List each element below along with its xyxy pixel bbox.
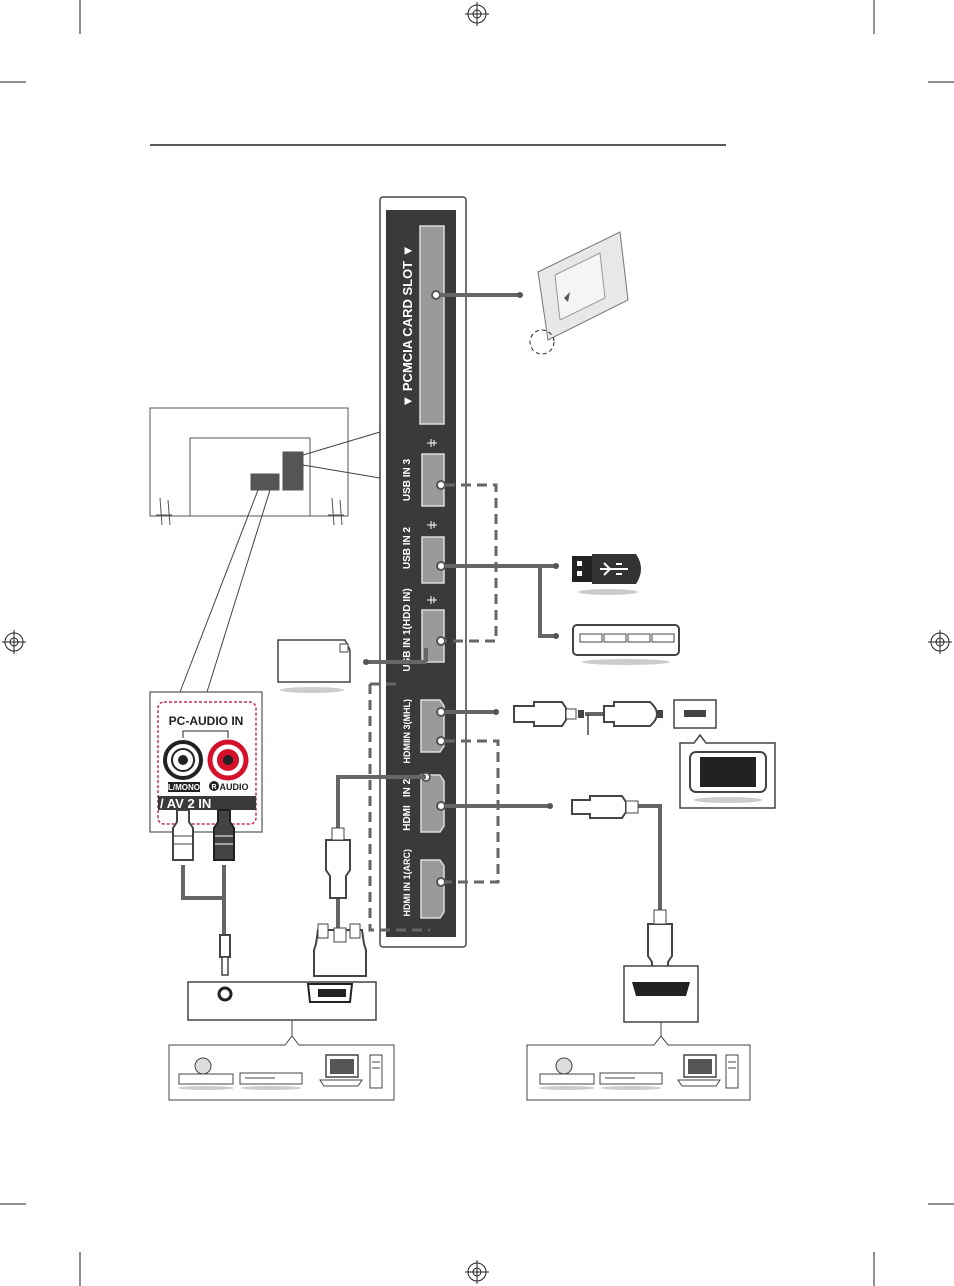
hdmi-in-1-label: IN 1(ARC) [402,849,412,891]
mhl-cable-icon [514,700,716,735]
registration-mark-bottom [465,1260,489,1284]
pcmcia-slot-label: ▼ PCMCIA CARD SLOT ▼ [400,244,415,407]
smartphone-icon [680,735,775,808]
set-top-box-icon [600,1073,662,1090]
hdmi-in-3-logo: HDMI [402,741,412,764]
source-devices-left [169,1036,394,1100]
desktop-pc-icon [726,1055,738,1088]
audio-mini-plug [220,935,230,975]
laptop-icon [320,1055,362,1086]
pc-audio-out-jack [219,988,231,1000]
usb-memory-stick-icon [278,640,350,693]
ci-card-orientation-mark [530,330,554,354]
usb-hdd-icon [573,625,679,665]
registration-mark-right [928,630,952,654]
hdmi-in-2-label: IN 2 [402,778,413,797]
hdmi-in-1-port[interactable] [421,860,444,918]
hdmi-in-2-logo: HDMI [402,805,413,831]
audio-input-box: PC-AUDIO IN L/MONO R AUDIO / AV 2 IN [150,692,262,832]
set-top-box-icon [240,1073,302,1090]
pcmcia-slot[interactable] [420,226,444,424]
tv-side-jack-area [251,474,279,490]
usb-in-3-label: USB IN 3 [402,458,413,501]
usb-in-2-label: USB IN 2 [402,526,413,569]
audio-left-label: L/MONO [168,783,200,792]
tv-rear-jack-area [283,452,303,490]
usb-in-3-port[interactable] [422,454,444,506]
hdmi-cable-plug-icon [572,796,672,978]
hdmi-in-1-logo: HDMI [402,894,412,917]
audio-right-prefix: R [211,784,216,791]
audio-right-label: AUDIO [220,782,249,792]
usb-in-2-port[interactable] [422,537,444,583]
registration-mark-top [465,2,489,26]
desktop-pc-icon [370,1055,382,1088]
registration-mark-left [2,630,26,654]
usb-in-1-label: USB IN 1(HDD IN) [402,588,413,671]
tv-back-outline [150,408,348,525]
source-devices-right [527,1036,750,1100]
ci-module-card [530,232,628,354]
pc-audio-in-label: PC-AUDIO IN [169,714,244,728]
av-2-in-label: / AV 2 IN [160,796,211,811]
usb-flash-drive-icon [572,554,641,595]
pc-back-panel [188,982,376,1042]
external-device-hdmi-jack [624,966,698,1044]
laptop-icon [678,1055,720,1086]
hdmi-in-3-label: IN 3(MHL) [402,699,412,741]
